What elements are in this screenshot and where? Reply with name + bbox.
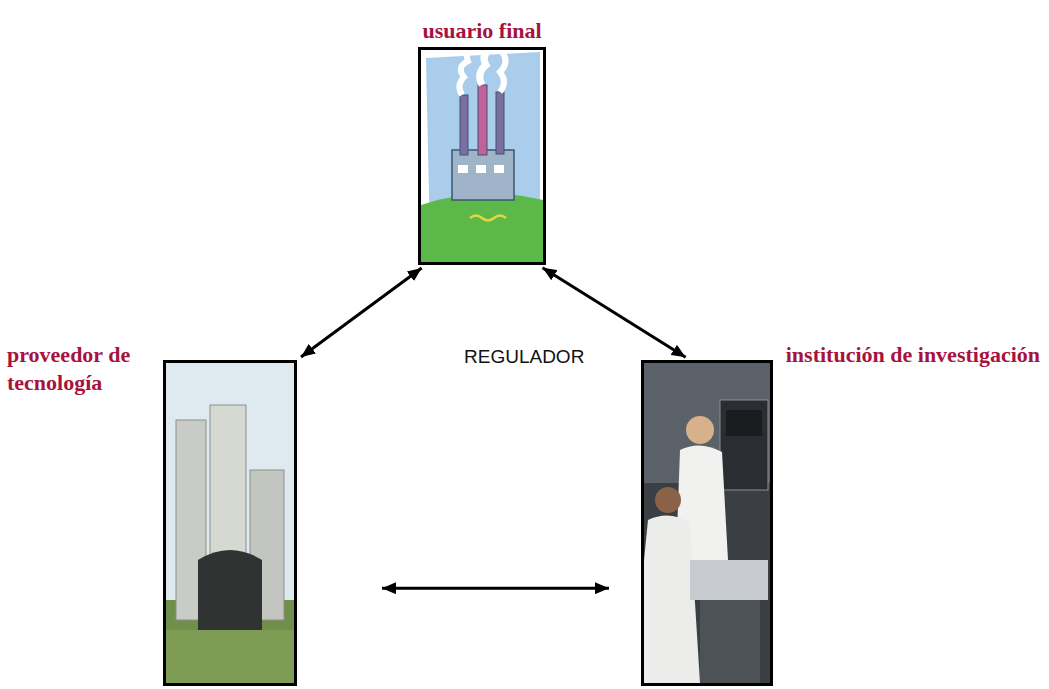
node-heading: proveedor de tecnología: [7, 341, 152, 396]
picture-box: usuario final: [418, 47, 546, 265]
factory-illustration: [421, 36, 543, 262]
node-heading: institución de investigación: [776, 341, 1040, 369]
double-arrow: [301, 268, 422, 357]
picture-box: institución de investigación: [641, 360, 773, 686]
double-arrow: [543, 268, 686, 358]
double-arrow: [382, 587, 609, 590]
laboratory-photo: [644, 363, 770, 683]
silo-photo: [166, 363, 294, 683]
node-heading: usuario final: [332, 17, 632, 45]
center-label: REGULADOR: [464, 346, 584, 368]
picture-box: proveedor de tecnología: [163, 360, 297, 686]
